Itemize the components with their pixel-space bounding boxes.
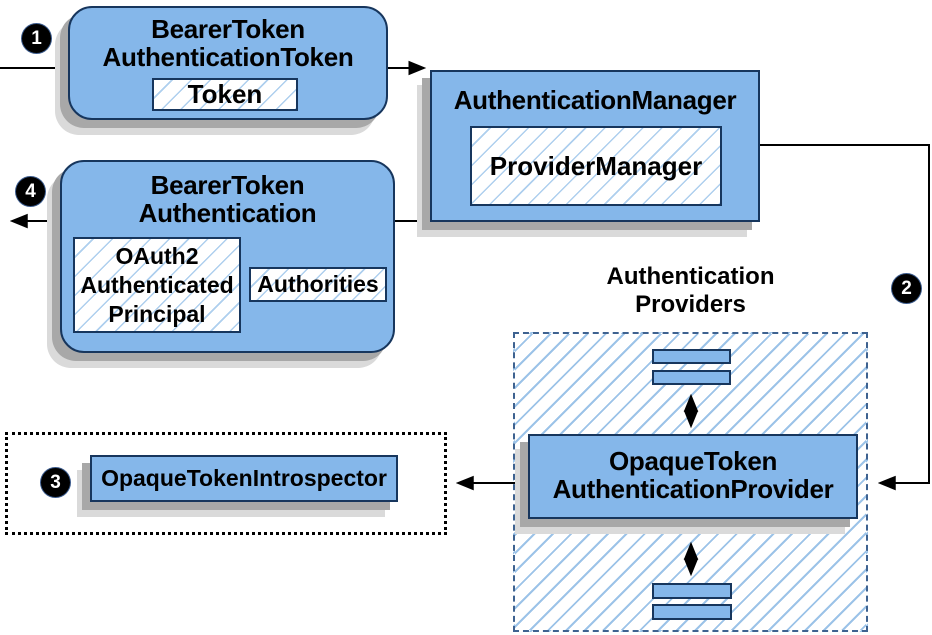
step-4-badge: 4	[16, 177, 45, 206]
principal-line: Principal	[108, 300, 206, 327]
authentication-providers-label: Authentication Providers	[513, 263, 868, 319]
authentication-manager-node: AuthenticationManager ProviderManager	[430, 70, 760, 222]
step-1-badge: 1	[22, 24, 51, 53]
title-line: Authentication	[138, 198, 317, 228]
label-line: Providers	[635, 291, 746, 318]
title-line: BearerToken	[150, 170, 305, 200]
oauth2-authenticated-principal-box: OAuth2 Authenticated Principal	[73, 237, 241, 333]
token-member-label: Token	[187, 79, 263, 109]
provider-manager-member-box: ProviderManager	[470, 126, 722, 206]
introspector-label: OpaqueTokenIntrospector	[101, 465, 387, 491]
principal-line: Authenticated	[80, 271, 234, 298]
introspector-group	[5, 432, 447, 535]
opaque-token-authentication-provider-node: OpaqueToken AuthenticationProvider	[528, 434, 858, 519]
provider-stack-bar	[652, 370, 731, 385]
title-line: OpaqueToken	[608, 446, 778, 476]
step-3-badge: 3	[41, 468, 70, 497]
principal-line: OAuth2	[115, 242, 199, 269]
node-title: BearerToken Authentication	[62, 162, 393, 227]
title-line: AuthenticationProvider	[552, 474, 834, 504]
provider-manager-label: ProviderManager	[489, 150, 703, 181]
title-line: AuthenticationManager	[453, 85, 737, 115]
token-member-box: Token	[152, 78, 298, 111]
bearer-token-authentication-node: BearerToken Authentication OAuth2 Authen…	[60, 160, 395, 353]
bearer-token-authentication-token-node: BearerToken AuthenticationToken Token	[68, 6, 388, 120]
authorities-box: Authorities	[249, 267, 387, 302]
authorities-label: Authorities	[257, 271, 379, 297]
node-title: AuthenticationManager	[432, 72, 758, 114]
node-title: OpaqueToken AuthenticationProvider	[530, 436, 856, 503]
title-line: AuthenticationToken	[102, 42, 354, 72]
step-2-badge: 2	[892, 274, 921, 303]
provider-stack-bar	[652, 583, 732, 599]
opaque-token-introspector-node: OpaqueTokenIntrospector	[90, 455, 398, 502]
label-line: Authentication	[606, 263, 775, 290]
provider-stack-bar	[652, 604, 732, 620]
title-line: BearerToken	[151, 14, 305, 44]
node-title: BearerToken AuthenticationToken	[70, 8, 386, 71]
provider-stack-bar	[652, 349, 731, 364]
